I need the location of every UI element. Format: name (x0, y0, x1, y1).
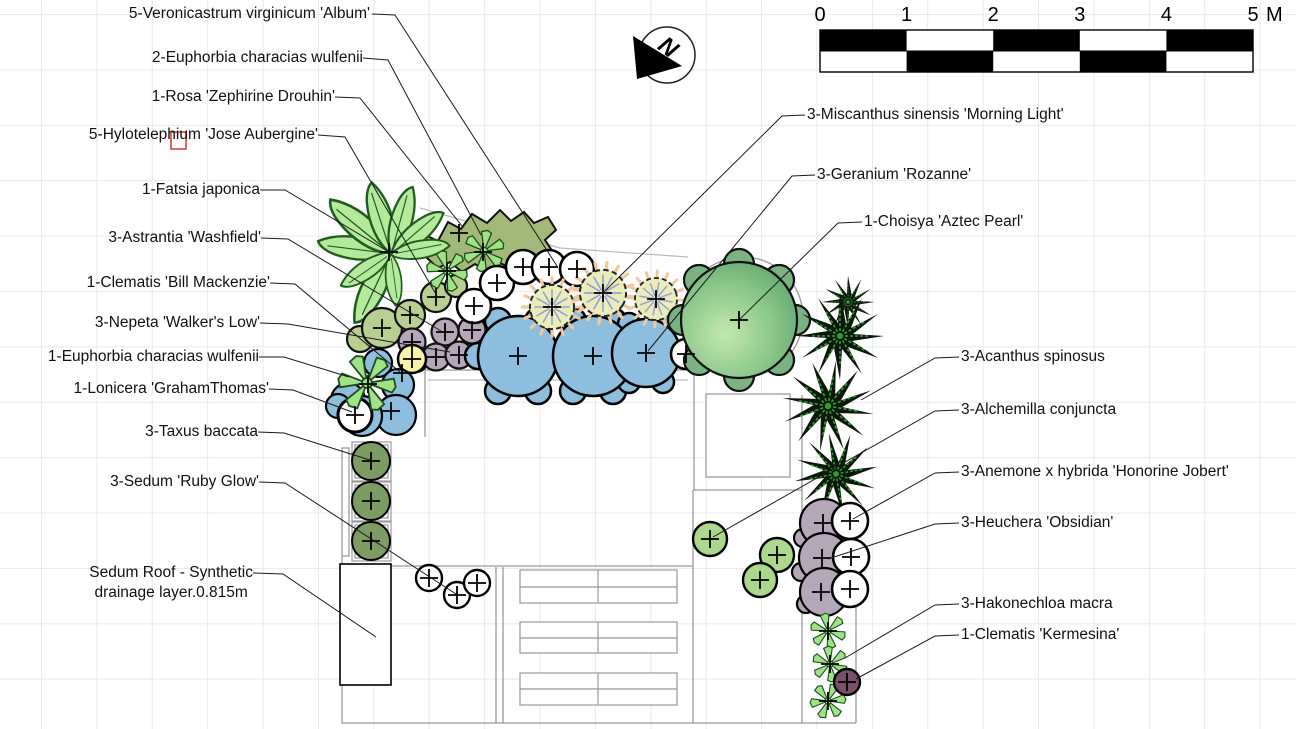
plant-label-astrantia[interactable]: 3-Astrantia 'Washfield' (108, 229, 261, 246)
plant-label-choisya[interactable]: 1-Choisya 'Aztec Pearl' (864, 213, 1024, 230)
plant-label-miscanthus[interactable]: 3-Miscanthus sinensis 'Morning Light' (807, 106, 1064, 123)
scale-bar[interactable]: 0 1 2 3 4 5 M (814, 4, 1283, 73)
plant-label-hakonechloa[interactable]: 3-Hakonechloa macra (961, 595, 1113, 612)
scale-tick: 5 (1247, 4, 1258, 26)
sedum-roof-note-line2: drainage layer.0.815m (94, 584, 248, 601)
plant-label-veronicastrum[interactable]: 5-Veronicastrum virginicum 'Album' (128, 5, 370, 22)
scale-unit: M (1266, 4, 1283, 26)
plant-symbol-taxus[interactable] (351, 441, 392, 562)
plant-label-hylotelephium[interactable]: 5-Hylotelephium 'Jose Aubergine' (88, 126, 318, 143)
north-arrow-pointer (633, 36, 682, 79)
scale-tick: 4 (1161, 4, 1172, 26)
plant-label-geranium[interactable]: 3-Geranium 'Rozanne' (817, 166, 972, 183)
sedum-roof-area[interactable] (339, 563, 392, 686)
plant-label-heuchera[interactable]: 3-Heuchera 'Obsidian' (961, 514, 1114, 531)
selection-marker[interactable] (170, 131, 187, 150)
plant-label-acanthus[interactable]: 3-Acanthus spinosus (961, 348, 1105, 365)
plant-label-clematis-k[interactable]: 1-Clematis 'Kermesina' (961, 626, 1120, 643)
plant-label-sedum-ruby[interactable]: 3-Sedum 'Ruby Glow' (110, 473, 259, 490)
scale-tick: 2 (988, 4, 999, 26)
plant-label-nepeta[interactable]: 3-Nepeta 'Walker's Low' (94, 314, 260, 331)
scale-tick: 1 (901, 4, 912, 26)
plant-label-euphorbia-2[interactable]: 2-Euphorbia characias wulfenii (151, 49, 363, 66)
plant-label-lonicera[interactable]: 1-Lonicera 'GrahamThomas' (73, 380, 269, 397)
plant-label-alchemilla[interactable]: 3-Alchemilla conjuncta (961, 401, 1117, 418)
scale-tick: 0 (814, 4, 825, 26)
planter-square[interactable] (705, 393, 791, 478)
plant-symbol-geranium-rozanne[interactable] (463, 306, 693, 406)
plant-label-clematis-bm[interactable]: 1-Clematis 'Bill Mackenzie' (86, 274, 270, 291)
sedum-roof-note-line1: Sedum Roof - Synthetic (89, 564, 253, 581)
north-arrow[interactable]: N (633, 26, 696, 84)
plant-label-fatsia[interactable]: 1-Fatsia japonica (141, 181, 260, 198)
plant-symbol-sedum-ruby-glow[interactable] (414, 563, 492, 610)
leader-lines (252, 13, 960, 680)
plant-label-rosa[interactable]: 1-Rosa 'Zephirine Drouhin' (151, 88, 335, 105)
scale-tick: 3 (1074, 4, 1085, 26)
sedum-roof-note[interactable]: Sedum Roof - Synthetic drainage layer.0.… (89, 563, 253, 603)
deck-boards (519, 569, 678, 706)
plant-label-euphorbia-1[interactable]: 1-Euphorbia characias wulfenii (47, 348, 259, 365)
plant-label-taxus[interactable]: 3-Taxus baccata (145, 423, 258, 440)
plant-symbol-alchemilla[interactable] (691, 520, 796, 599)
scale-bar-blocks (819, 29, 1254, 73)
plant-label-anemone[interactable]: 3-Anemone x hybrida 'Honorine Jobert' (961, 463, 1229, 480)
